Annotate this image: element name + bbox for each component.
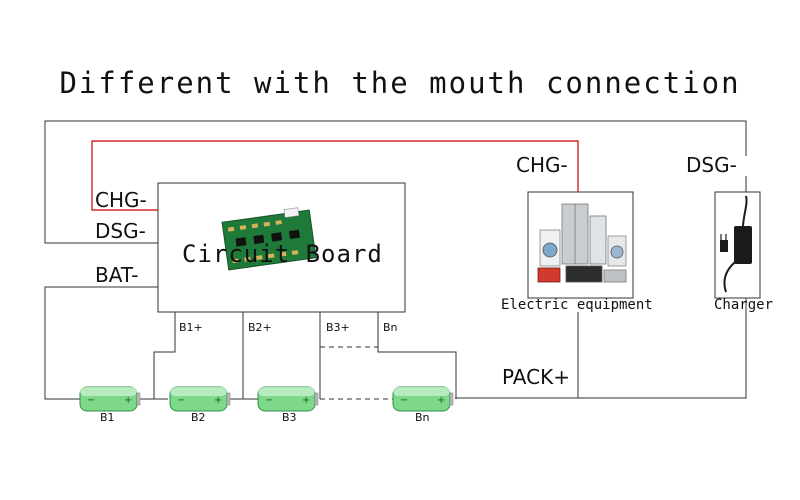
appliances-image [537, 203, 627, 283]
dsg-outer-wire [44, 120, 747, 244]
board-port-bat: BAT- [95, 263, 139, 287]
dashed-wires [320, 346, 393, 400]
charger-return-wire [455, 298, 747, 399]
cell-label-b2: B2 [191, 411, 206, 424]
equipment-terminal-label: CHG- [516, 153, 568, 177]
battery-b3: − + [257, 386, 319, 412]
charger-terminal-label: DSG- [686, 153, 737, 177]
battery-b1: − + [79, 386, 141, 412]
tap-label-b1: B1+ [179, 321, 203, 334]
battery-bn: − + [392, 386, 454, 412]
battery-cells: − + − + − + − + [79, 386, 454, 412]
diagram-title: Different with the mouth connection [59, 66, 741, 100]
svg-text:−: − [87, 395, 95, 406]
circuit-board-label: Circuit Board [182, 240, 383, 268]
svg-text:+: + [214, 395, 222, 406]
equipment-caption: Electric equipment [501, 297, 653, 313]
svg-text:+: + [302, 395, 310, 406]
cell-label-bn: Bn [415, 411, 430, 424]
pcb-image [221, 207, 317, 271]
charger-image [720, 195, 752, 293]
svg-text:−: − [400, 395, 408, 406]
svg-text:−: − [177, 395, 185, 406]
charger-caption: Charger [714, 297, 774, 313]
battery-b2: − + [169, 386, 231, 412]
bat-wire [44, 286, 158, 400]
tap-label-bn: Bn [383, 321, 398, 334]
chg-red-wire [91, 140, 579, 211]
pack-plus-label: PACK+ [502, 365, 570, 389]
svg-text:−: − [265, 395, 273, 406]
svg-text:+: + [437, 395, 445, 406]
b1-tap-wire [153, 312, 176, 399]
tap-label-b2: B2+ [248, 321, 272, 334]
board-port-dsg: DSG- [95, 219, 146, 243]
board-port-chg: CHG- [95, 188, 147, 212]
svg-text:+: + [124, 395, 132, 406]
bn-tap-wire [377, 312, 457, 399]
cell-label-b1: B1 [100, 411, 115, 424]
cell-label-b3: B3 [282, 411, 297, 424]
wires [44, 120, 747, 400]
tap-label-b3: B3+ [326, 321, 350, 334]
